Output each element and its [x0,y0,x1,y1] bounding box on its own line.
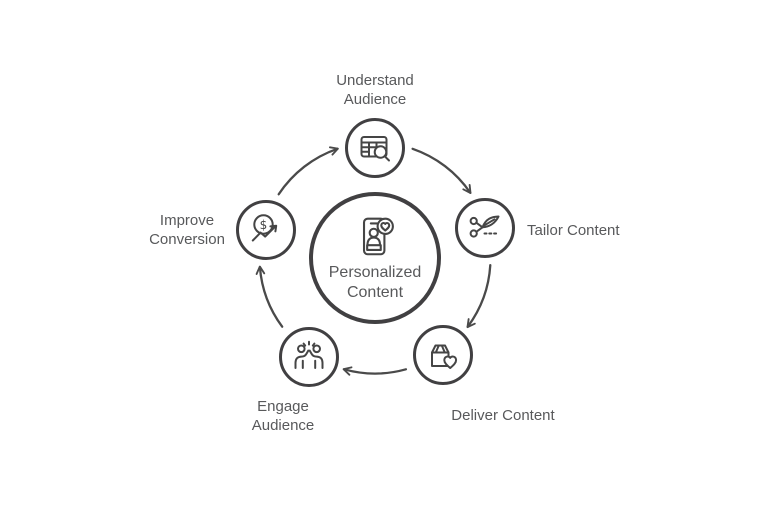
node-tailor-content [455,198,515,258]
phone-user-heart-icon [362,217,394,255]
bag-heart-icon [431,344,458,369]
label-engage-audience: Engage Audience [251,398,315,434]
label-tailor-content: Tailor Content [527,222,620,239]
scissors-icon [469,215,500,238]
coin-growth-icon: $ [251,214,278,242]
arrow-improve-conversion-to-understand-audience [277,146,339,196]
data-table-search-icon [360,136,390,162]
high-five-icon [294,340,324,369]
center-node-label: Personalized Content [328,263,422,301]
arrow-engage-audience-to-improve-conversion [255,265,284,328]
node-personalized-content: Personalized Content [309,192,441,324]
arrow-deliver-content-to-engage-audience [342,366,408,376]
node-improve-conversion: $ [236,200,296,260]
dollar-symbol: $ [260,218,268,232]
node-engage-audience [279,327,339,387]
label-deliver-content: Deliver Content [451,407,555,424]
node-deliver-content [413,325,473,385]
label-improve-conversion: Improve Conversion [149,212,225,248]
arrow-understand-audience-to-tailor-content [411,147,472,194]
label-understand-audience: Understand Audience [336,72,414,108]
arrow-tailor-content-to-deliver-content [466,263,492,329]
node-understand-audience [345,118,405,178]
